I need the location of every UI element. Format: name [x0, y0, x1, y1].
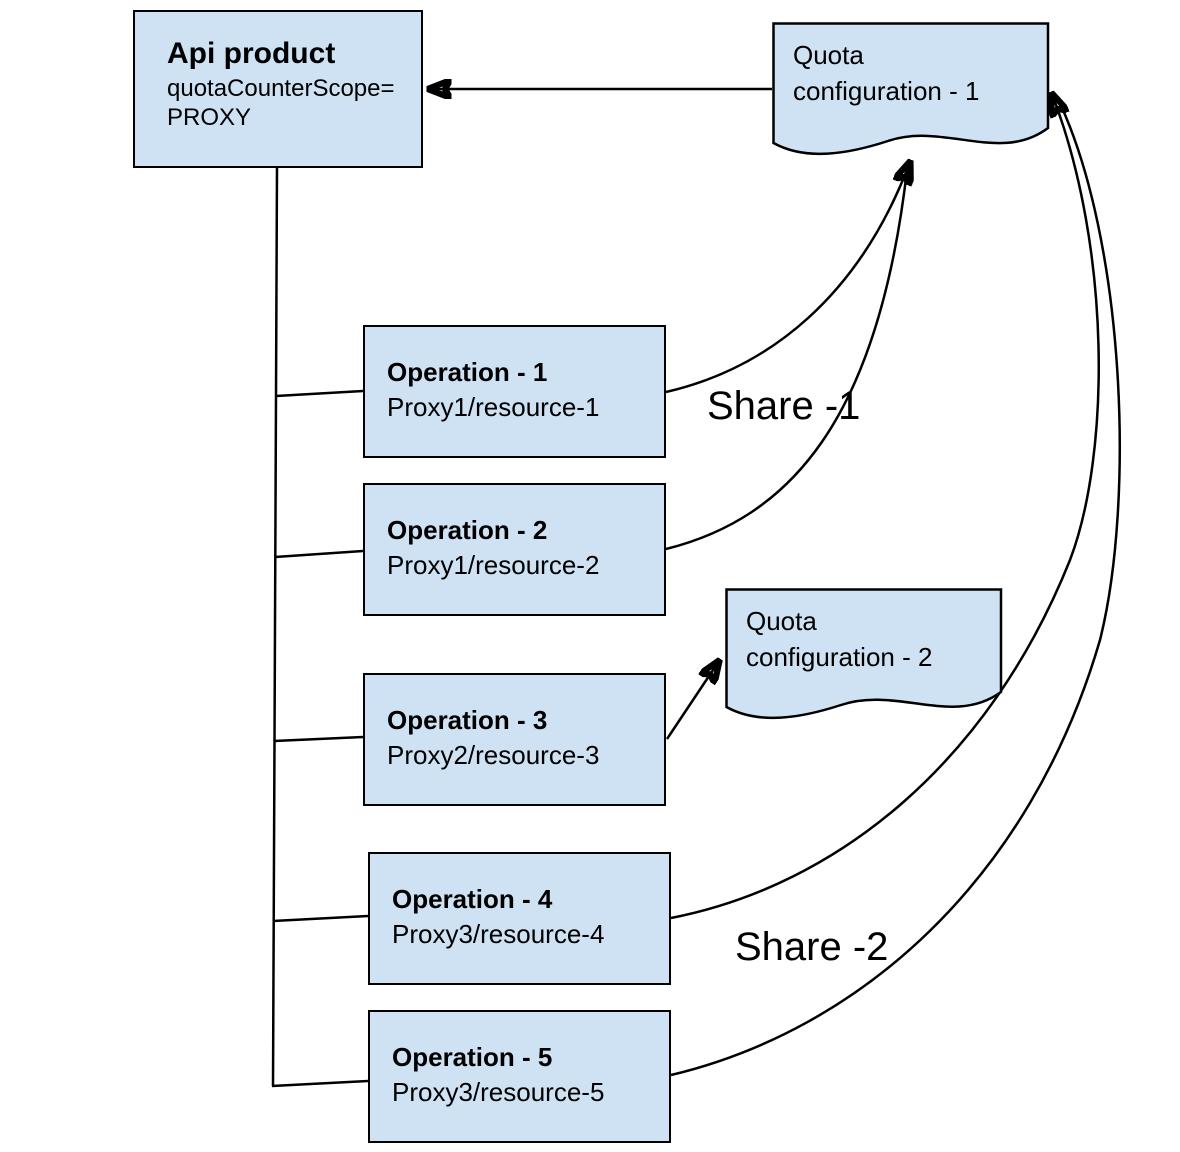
api-product-box: Api product quotaCounterScope= PROXY — [133, 10, 423, 168]
share-2-label: Share -2 — [735, 925, 889, 969]
quota-config-1-text: Quota configuration - 1 — [793, 37, 979, 109]
operation-2-title: Operation - 2 — [387, 515, 548, 545]
document-shape-outline — [725, 588, 1003, 720]
operation-2-box: Operation - 2 Proxy1/resource-2 — [363, 483, 666, 616]
operation-5-box: Operation - 5 Proxy3/resource-5 — [368, 1010, 671, 1143]
operation-3-title: Operation - 3 — [387, 705, 548, 735]
arrow-operation-3-to-qc2 — [665, 661, 719, 740]
operation-5-title: Operation - 5 — [392, 1042, 553, 1072]
curve-operation-1-to-qc1 — [665, 162, 910, 394]
operation-2-subtitle: Proxy1/resource-2 — [387, 550, 600, 580]
operation-4-subtitle: Proxy3/resource-4 — [392, 919, 605, 949]
operation-4-box: Operation - 4 Proxy3/resource-4 — [368, 852, 671, 985]
quota-config-2-text: Quota configuration - 2 — [746, 603, 932, 675]
curve-operation-2-to-qc1 — [665, 169, 909, 551]
quota-config-2-shape: Quota configuration - 2 — [725, 588, 1003, 728]
api-product-attr-line1: quotaCounterScope= — [167, 75, 395, 102]
curve-operation-4-to-qc1 — [670, 94, 1100, 920]
curve-operation-5-to-qc1 — [670, 98, 1122, 1077]
operation-3-subtitle: Proxy2/resource-3 — [387, 740, 600, 770]
branch-operation-3 — [273, 735, 364, 743]
api-product-attr-line2: PROXY — [167, 104, 252, 131]
api-product-title: Api product — [167, 37, 336, 70]
operation-4-title: Operation - 4 — [392, 884, 553, 914]
quota-config-1-line2: configuration - 1 — [793, 76, 980, 106]
trunk-line-api-product — [271, 165, 279, 1087]
quota-config-1-line1: Quota — [793, 40, 864, 70]
operation-1-subtitle: Proxy1/resource-1 — [387, 392, 600, 422]
branch-operation-1 — [275, 389, 364, 398]
operation-1-box: Operation - 1 Proxy1/resource-1 — [363, 325, 666, 458]
operation-5-subtitle: Proxy3/resource-5 — [392, 1077, 605, 1107]
branch-operation-5 — [271, 1079, 369, 1088]
quota-config-1-shape: Quota configuration - 1 — [772, 22, 1050, 172]
share-1-label: Share -1 — [707, 384, 861, 428]
branch-operation-2 — [274, 549, 364, 559]
document-shape-outline — [772, 22, 1050, 156]
branch-operation-4 — [272, 914, 369, 923]
quota-config-2-line2: configuration - 2 — [746, 642, 933, 672]
quota-config-2-line1: Quota — [746, 606, 817, 636]
operation-1-title: Operation - 1 — [387, 357, 548, 387]
operation-3-box: Operation - 3 Proxy2/resource-3 — [363, 673, 666, 806]
